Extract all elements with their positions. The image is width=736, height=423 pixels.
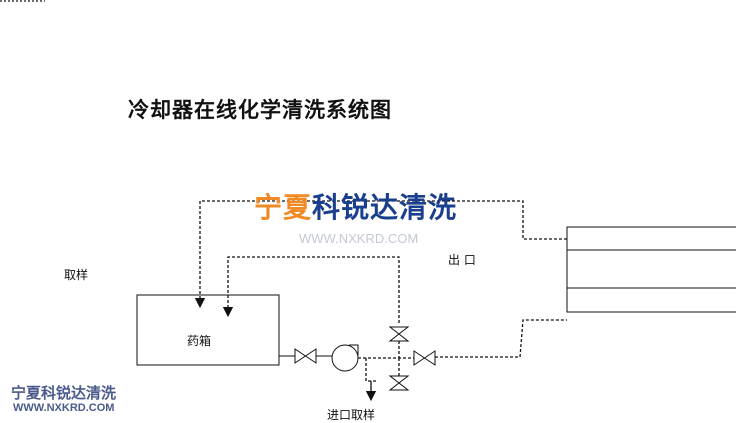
outlet-label: 出 口 — [448, 253, 476, 267]
tank-box — [136, 294, 280, 366]
valve-lower-icon — [388, 375, 410, 391]
sampling-label: 取样 — [64, 268, 89, 282]
watermark-brand: 宁夏科锐达清洗 — [254, 186, 457, 226]
cooler-box — [566, 226, 736, 313]
watermark-brand-blue: 科锐达清洗 — [312, 191, 458, 224]
pump-outlet — [349, 344, 359, 356]
pump-icon — [331, 344, 359, 372]
diagram-title: 冷却器在线化学清洗系统图 — [128, 97, 392, 122]
tank-label: 药箱 — [187, 334, 212, 348]
valve-upper-icon — [388, 326, 410, 342]
watermark-url: WWW.NXKRD.COM — [299, 231, 419, 246]
supply-line-to-cooler — [435, 319, 567, 358]
inlet-sampling-label: 进口取样 — [327, 408, 376, 422]
return-line-inner — [222, 256, 400, 323]
valve-right-icon — [413, 350, 436, 366]
inlet-sampling-line — [365, 358, 378, 382]
valve-1-icon — [294, 348, 317, 364]
watermark-brand-orange: 宁夏 — [254, 191, 313, 224]
logo-brand: 宁夏科锐达清洗 — [11, 384, 117, 402]
logo-url: WWW.NXKRD.COM — [13, 402, 115, 414]
return-line-outer — [194, 200, 567, 309]
